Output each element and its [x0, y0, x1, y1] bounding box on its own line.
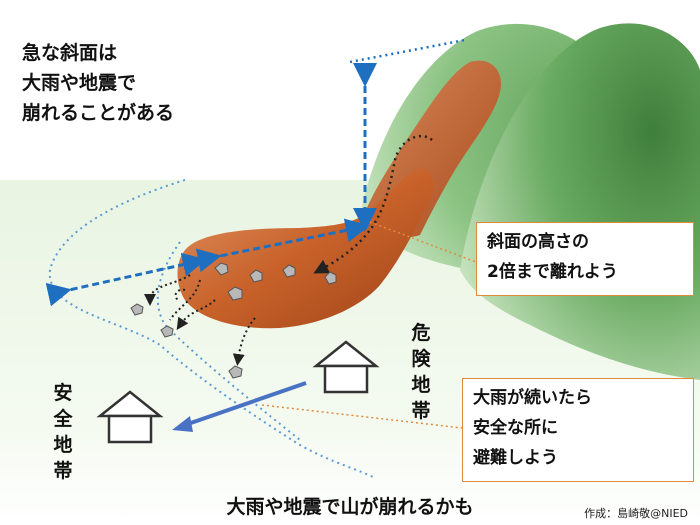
house-icon	[312, 340, 380, 394]
flow-path	[313, 134, 433, 274]
callout-line: 2倍まで離れよう	[487, 262, 618, 282]
rock-icon	[160, 325, 174, 338]
warning-line: 崩れることがある	[22, 102, 175, 124]
rock-icon	[130, 303, 144, 316]
danger-boundary-inner	[156, 241, 301, 441]
credit: 作成：島崎敬@NIED	[584, 507, 688, 520]
house-icon	[96, 390, 164, 444]
callout-line: 斜面の高さの	[487, 232, 589, 252]
rock-icon	[324, 271, 337, 285]
safe-zone-label: 安全地帯	[53, 382, 73, 482]
warning-line: 大雨や地震で	[22, 72, 137, 94]
warning-line: 急な斜面は	[22, 42, 118, 64]
falling-rocks	[130, 303, 243, 379]
distance-arrow-near	[195, 218, 370, 273]
falling-rock-trails	[144, 274, 256, 366]
slope-top-line	[349, 38, 466, 64]
callout-evacuate: 大雨が続いたら 安全な所に 避難しよう	[462, 378, 694, 482]
warning-text: 急な斜面は 大雨や地震で 崩れることがある	[22, 38, 174, 128]
callout-height-leader	[369, 221, 477, 263]
rocks-on-fan	[214, 262, 337, 301]
callout-line: 大雨が続いたら	[473, 388, 592, 408]
arrow-icon	[172, 416, 193, 432]
evacuation-arrow	[184, 381, 307, 427]
callout-line: 避難しよう	[473, 448, 558, 468]
danger-zone-label: 危険地帯	[411, 322, 431, 422]
caption: 大雨や地震で山が崩れるかも	[226, 496, 474, 518]
callout-evacuate-leader	[261, 404, 463, 429]
callout-line: 安全な所に	[473, 418, 558, 438]
callout-keep-distance: 斜面の高さの 2倍まで離れよう	[476, 222, 694, 296]
danger-boundary	[48, 179, 376, 479]
rock-icon	[214, 262, 229, 276]
rock-icon	[227, 286, 243, 301]
rock-icon	[282, 264, 296, 278]
rock-icon	[228, 365, 243, 379]
distance-arrow-far	[45, 252, 207, 307]
rock-icon	[249, 269, 263, 283]
